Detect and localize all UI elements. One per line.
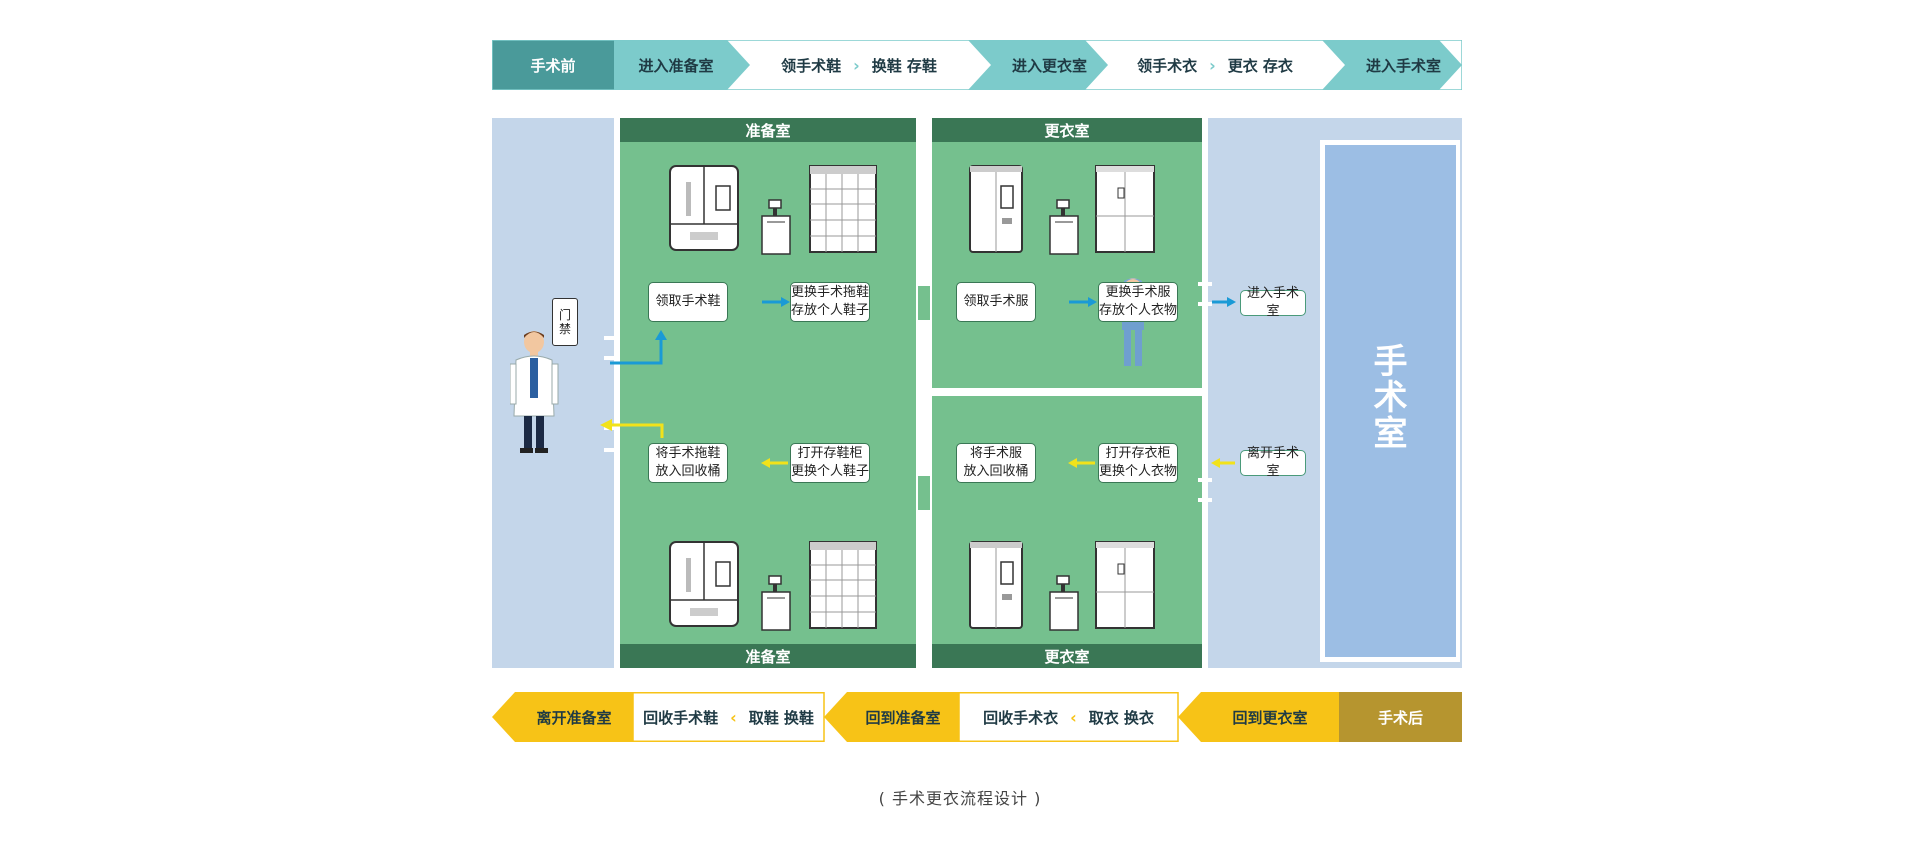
bottom-flow-bar: 离开准备室 回收手术鞋 ‹ 取鞋 换鞋 回到准备室 回收手术衣 ‹ 取衣 换衣 …	[492, 692, 1462, 742]
or-label-char-3: 室	[1373, 414, 1408, 454]
figure-caption: ( 手术更衣流程设计 )	[878, 789, 1042, 808]
fridge-icon	[669, 541, 739, 627]
doctor-icon	[510, 331, 559, 453]
change-room-title-top: 更衣室	[1044, 121, 1090, 140]
bottom-flow-step5: 回到更衣室	[1201, 692, 1339, 742]
step-return-shoes: 将手术拖鞋 放入回收桶	[648, 443, 728, 483]
dispenser-icon	[761, 575, 791, 631]
wardrobe-icon	[1095, 541, 1155, 629]
step-change-gown: 更换手术服 存放个人衣物	[1098, 282, 1178, 322]
gown-dispenser-icon	[969, 541, 1023, 629]
step-get-shoes: 领取手术鞋	[648, 282, 728, 322]
shoe-locker-icon	[809, 541, 877, 629]
step-return-gown: 将手术服 放入回收桶	[956, 443, 1036, 483]
step-enter-or-label: 进入手术室	[1246, 286, 1299, 319]
bottom-flow-step2b-label: 取鞋 换鞋	[748, 708, 814, 727]
chevron-right-icon: ›	[1209, 55, 1216, 75]
or-label-char-2: 术	[1373, 378, 1408, 418]
bottom-flow-step4a-label: 回收手术衣	[983, 708, 1059, 727]
top-flow-start-label: 手术前	[530, 56, 576, 75]
shoe-locker-icon	[809, 165, 877, 253]
top-flow-step2: 领手术鞋 › 换鞋 存鞋	[750, 40, 968, 90]
chevron-right-icon: ›	[853, 55, 860, 75]
change-room-title-bottom: 更衣室	[1044, 647, 1090, 666]
top-flow-step1-label: 进入准备室	[638, 56, 714, 75]
step-get-gown-label: 领取手术服	[963, 294, 1029, 309]
bottom-flow-step4: 回收手术衣 ‹ 取衣 换衣	[959, 692, 1178, 742]
fridge-icon	[669, 165, 739, 251]
flow-diagram: 手 术 室 准备室 更衣室 准备室 更衣室	[492, 118, 1462, 668]
step-change-shoes-line1: 更换手术拖鞋	[791, 285, 870, 300]
bottom-flow-end-label: 手术后	[1377, 708, 1423, 727]
top-flow-bar: 手术前 进入准备室 领手术鞋 › 换鞋 存鞋 进入更衣室 领手术衣 › 更衣 存…	[492, 40, 1462, 90]
operating-room-label: 手 术 室	[1325, 344, 1456, 452]
access-control-label-1: 门	[558, 308, 571, 322]
bottom-flow-shapes	[492, 692, 1462, 742]
step-enter-or: 进入手术室	[1240, 286, 1306, 319]
access-control-label-2: 禁	[558, 322, 571, 336]
top-flow-step3-label: 进入更衣室	[1011, 56, 1087, 75]
step-change-gown-line2: 存放个人衣物	[1099, 303, 1178, 318]
top-flow-shapes	[492, 40, 1462, 90]
dispenser-icon	[761, 199, 791, 255]
step-return-gown-line2: 放入回收桶	[963, 464, 1029, 479]
bottom-flow-step4b-label: 取衣 换衣	[1088, 708, 1154, 727]
top-flow-step1: 进入准备室	[614, 40, 738, 90]
chevron-left-icon: ‹	[1070, 707, 1077, 727]
bottom-flow-step3: 回到准备室	[847, 692, 959, 742]
step-get-gown: 领取手术服	[956, 282, 1036, 322]
step-open-shoe-cabinet-line1: 打开存鞋柜	[797, 446, 863, 461]
prep-room-title-top: 准备室	[745, 121, 791, 140]
bottom-flow-step2: 回收手术鞋 ‹ 取鞋 换鞋	[633, 692, 824, 742]
step-open-cloth-cabinet: 打开存衣柜 更换个人衣物	[1098, 443, 1178, 483]
top-flow-step4: 领手术衣 › 更衣 存衣	[1108, 40, 1322, 90]
step-open-cloth-cabinet-line2: 更换个人衣物	[1099, 464, 1178, 479]
top-flow-step5-label: 进入手术室	[1365, 56, 1441, 75]
dispenser-icon	[1049, 575, 1079, 631]
step-change-gown-line1: 更换手术服	[1105, 285, 1171, 300]
step-return-shoes-line1: 将手术拖鞋	[655, 446, 721, 461]
gown-dispenser-icon	[969, 165, 1023, 253]
operating-room-inner	[1325, 145, 1456, 657]
top-flow-step2a-label: 领手术鞋	[781, 56, 842, 75]
top-flow-step3: 进入更衣室	[991, 40, 1108, 90]
step-open-shoe-cabinet-line2: 更换个人鞋子	[791, 464, 870, 479]
change-room-header-top: 更衣室	[932, 118, 1202, 142]
step-open-cloth-cabinet-line1: 打开存衣柜	[1105, 446, 1171, 461]
diagram-lines	[600, 118, 1236, 668]
top-flow-step4b-label: 更衣 存衣	[1227, 56, 1293, 75]
prep-room-header-top: 准备室	[620, 118, 916, 142]
change-room-header-bottom: 更衣室	[932, 644, 1202, 668]
top-flow-step2b-label: 换鞋 存鞋	[871, 56, 937, 75]
chevron-left-icon: ‹	[730, 707, 737, 727]
top-flow-step4a-label: 领手术衣	[1137, 56, 1198, 75]
step-open-shoe-cabinet: 打开存鞋柜 更换个人鞋子	[790, 443, 870, 483]
top-flow-step5: 进入手术室	[1345, 40, 1462, 90]
dispenser-icon	[1049, 199, 1079, 255]
top-flow-start: 手术前	[492, 40, 614, 90]
bottom-flow-step1: 离开准备室	[515, 692, 633, 742]
bottom-flow-step5-label: 回到更衣室	[1232, 708, 1308, 727]
prep-room-header-bottom: 准备室	[620, 644, 916, 668]
or-label-char-1: 手	[1373, 342, 1408, 382]
step-leave-or-label: 离开手术室	[1246, 446, 1299, 479]
bottom-flow-step3-label: 回到准备室	[865, 708, 941, 727]
bottom-flow-step2a-label: 回收手术鞋	[643, 708, 719, 727]
step-return-gown-line1: 将手术服	[969, 446, 1022, 461]
bottom-flow-end: 手术后	[1339, 692, 1462, 742]
step-get-shoes-label: 领取手术鞋	[655, 294, 721, 309]
step-return-shoes-line2: 放入回收桶	[655, 464, 721, 479]
step-change-shoes-line2: 存放个人鞋子	[791, 303, 870, 318]
access-control-box: 门 禁	[552, 298, 578, 346]
step-change-shoes: 更换手术拖鞋 存放个人鞋子	[790, 282, 870, 322]
wardrobe-icon	[1095, 165, 1155, 253]
bottom-flow-step1-label: 离开准备室	[536, 708, 612, 727]
prep-room-title-bottom: 准备室	[745, 647, 791, 666]
step-leave-or: 离开手术室	[1240, 446, 1306, 479]
